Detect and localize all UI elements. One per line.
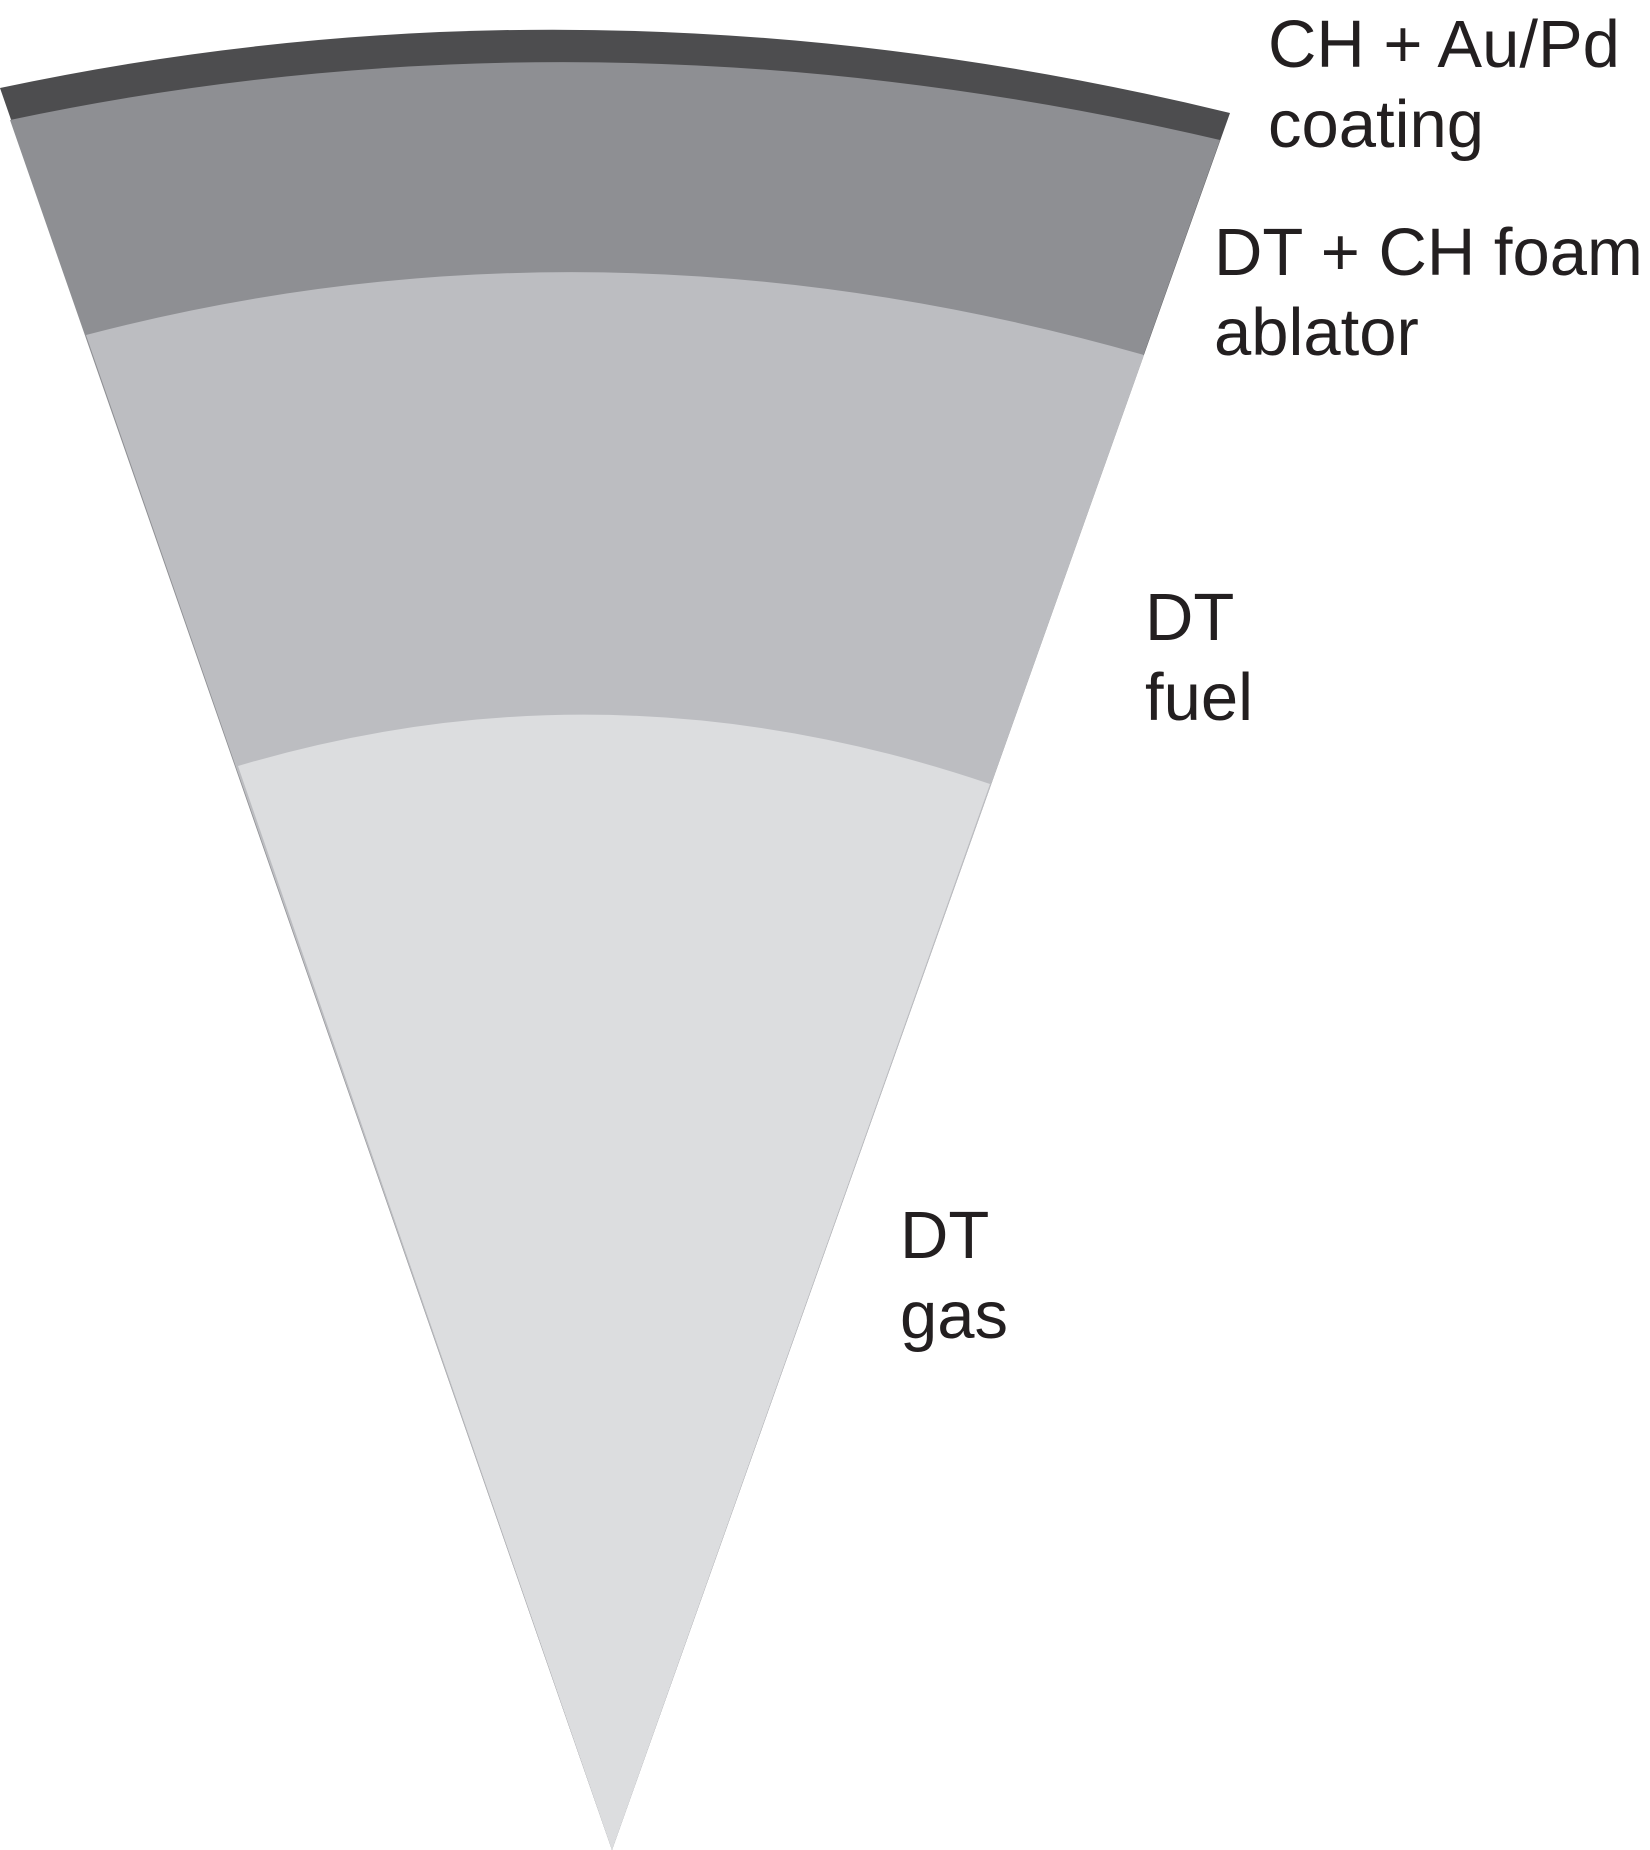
fuel-label: DT fuel [1145,578,1253,738]
gas-label: DT gas [900,1196,1008,1356]
ablator-label-line2: ablator [1214,295,1419,370]
gas-label-line2: gas [900,1278,1009,1353]
fuel-label-line1: DT [1145,580,1235,655]
gas-layer [238,714,990,1850]
gas-label-line1: DT [900,1198,990,1273]
coating-label: CH + Au/Pd coating [1268,5,1620,165]
ablator-label-line1: DT + CH foam [1214,215,1643,290]
coating-label-line2: coating [1268,87,1485,162]
coating-label-line1: CH + Au/Pd [1268,7,1620,82]
ablator-label: DT + CH foam ablator [1214,213,1643,373]
fuel-label-line2: fuel [1145,660,1254,735]
